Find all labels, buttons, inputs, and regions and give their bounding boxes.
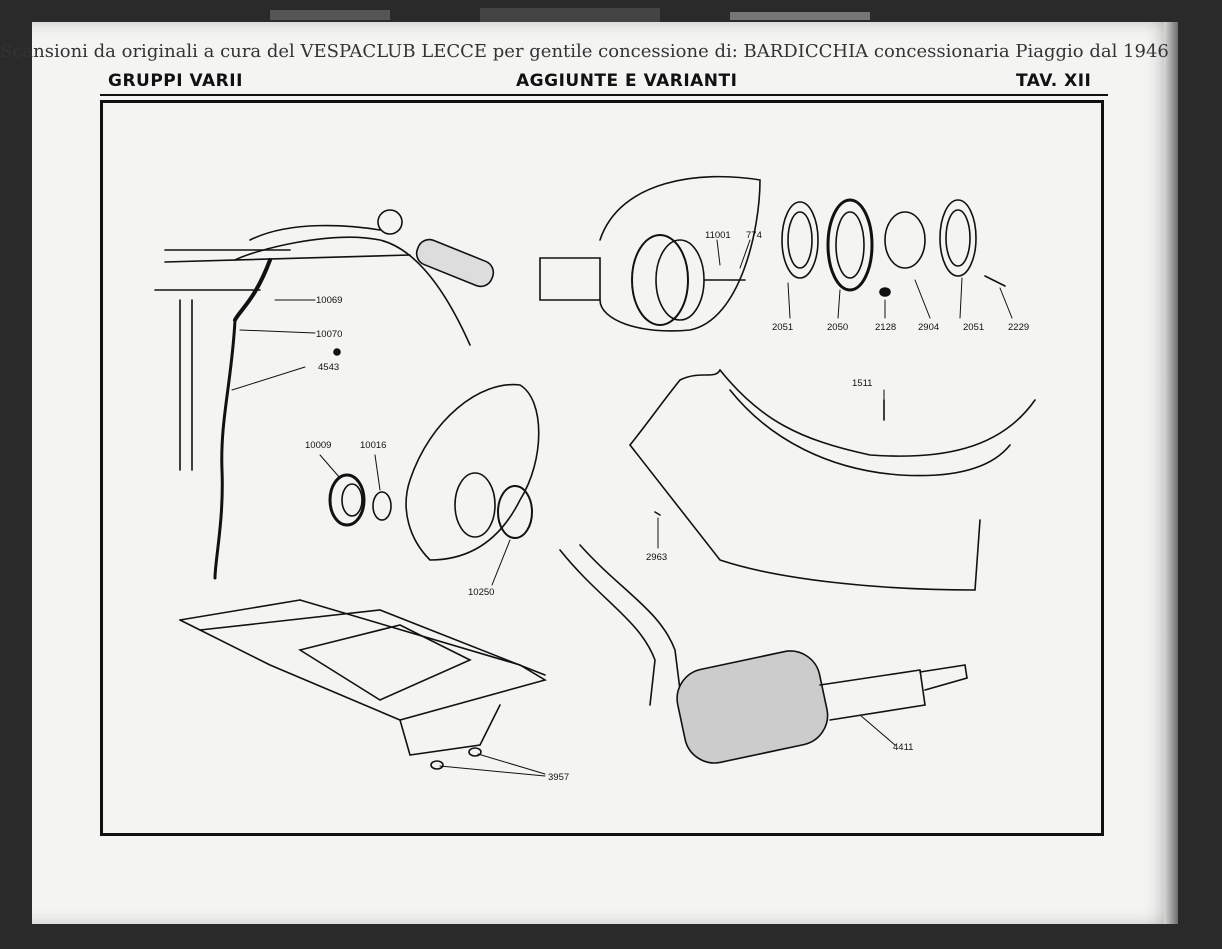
header-plate-number: TAV. XII bbox=[1016, 71, 1092, 91]
page-edge-shadow bbox=[1164, 22, 1178, 924]
label-11001: 11001 bbox=[705, 230, 731, 241]
scan-credit-text: Scansioni da originali a cura del VESPAC… bbox=[0, 41, 1169, 62]
exhaust-illustration bbox=[559, 544, 968, 764]
drawing-frame bbox=[100, 100, 1104, 836]
clutch-illustration bbox=[539, 175, 1006, 332]
header-group-title: GRUPPI VARII bbox=[108, 71, 243, 91]
header-rule bbox=[100, 94, 1108, 96]
label-4411: 4411 bbox=[893, 742, 913, 753]
label-3957: 3957 bbox=[548, 772, 569, 783]
label-10069: 10069 bbox=[316, 295, 342, 306]
label-10009: 10009 bbox=[305, 440, 331, 451]
label-10070: 10070 bbox=[316, 329, 342, 340]
crankcase-illustration bbox=[328, 383, 540, 561]
header-section-title: AGGIUNTE E VARIANTI bbox=[516, 71, 738, 91]
label-4543: 4543 bbox=[318, 362, 339, 373]
rack-illustration bbox=[179, 599, 548, 770]
label-2963: 2963 bbox=[646, 552, 667, 563]
label-2051-b: 2051 bbox=[963, 322, 984, 333]
floorboard-illustration bbox=[629, 369, 1036, 591]
label-774: 774 bbox=[746, 230, 762, 241]
label-2229: 2229 bbox=[1008, 322, 1029, 333]
label-10250: 10250 bbox=[468, 587, 494, 598]
label-10016: 10016 bbox=[360, 440, 386, 451]
label-2050: 2050 bbox=[827, 322, 848, 333]
torn-page-scrap bbox=[270, 8, 870, 22]
handlebar-illustration bbox=[154, 209, 495, 580]
label-2051-a: 2051 bbox=[772, 322, 793, 333]
part-labels: 10069 10070 4543 11001 774 2051 2050 212… bbox=[305, 230, 1029, 783]
label-2128: 2128 bbox=[875, 322, 896, 333]
label-2904: 2904 bbox=[918, 322, 939, 333]
label-1511: 1511 bbox=[852, 378, 872, 389]
leader-lines bbox=[231, 239, 1013, 777]
